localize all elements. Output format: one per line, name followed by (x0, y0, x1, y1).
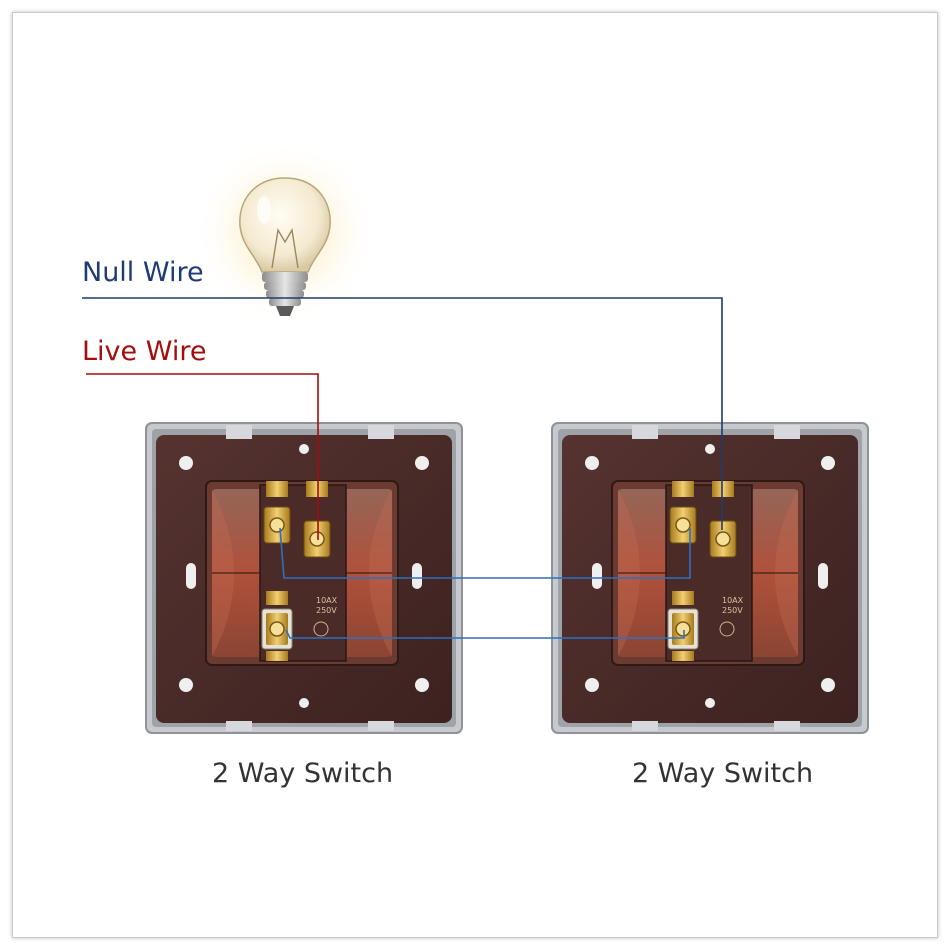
null-wire-label: Null Wire (82, 257, 204, 288)
live-wire-label: Live Wire (82, 336, 207, 367)
switch-caption-left: 2 Way Switch (212, 758, 394, 789)
switch-caption-right: 2 Way Switch (632, 758, 814, 789)
live-wire (86, 373, 319, 540)
null-wire (82, 297, 723, 530)
light-bulb-icon (193, 140, 377, 324)
traveler-wire-upper (279, 527, 691, 579)
traveler-wire-lower (285, 629, 685, 639)
